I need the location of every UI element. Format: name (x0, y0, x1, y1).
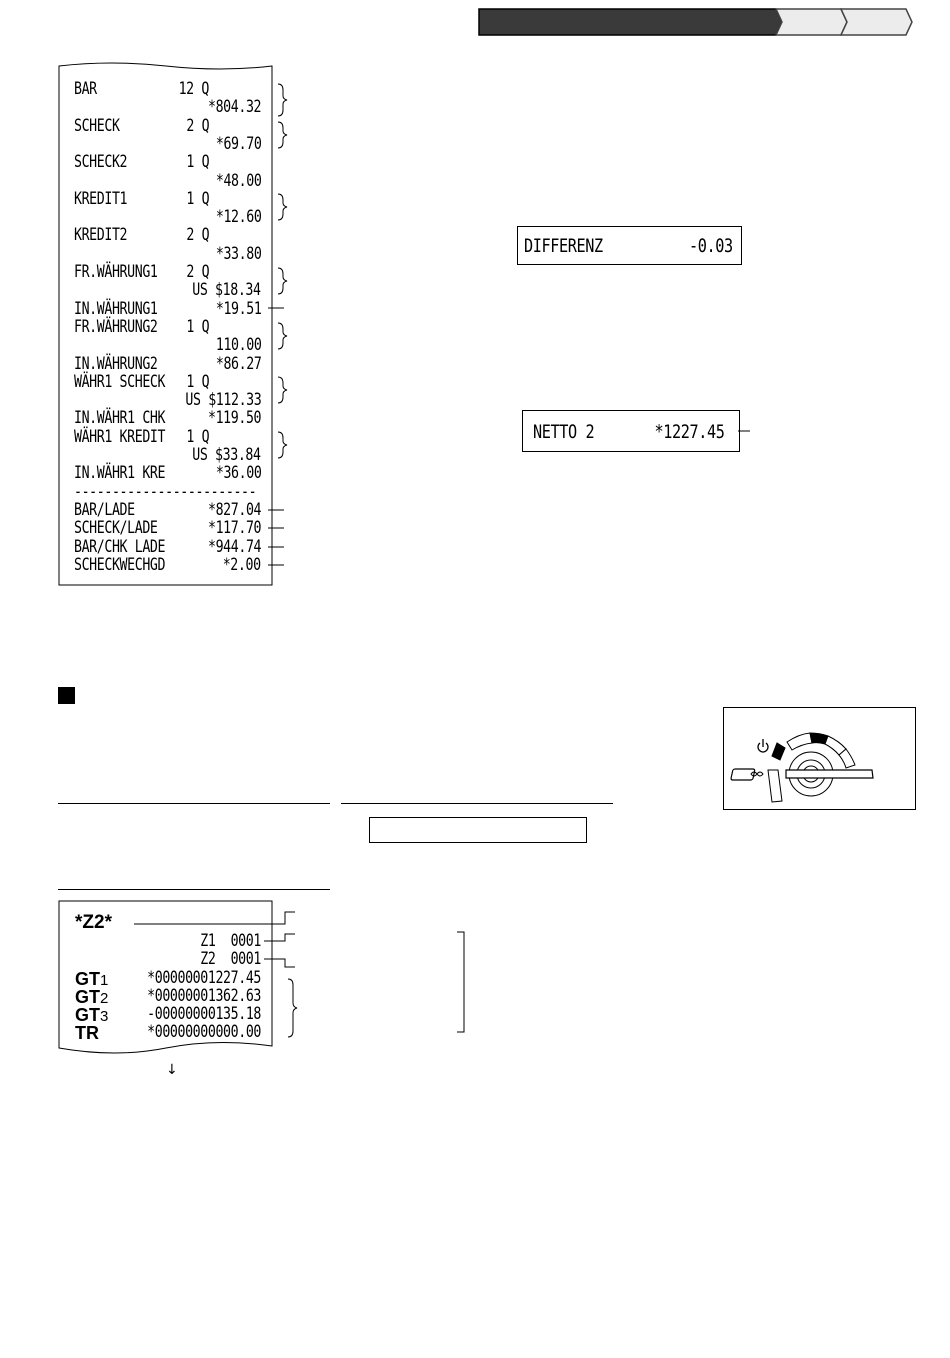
receipt-row-label: SCHECK2 (74, 152, 128, 173)
receipt-row-amount: *69.70 (215, 133, 261, 154)
receipt-row-amount: US $18.34 (192, 280, 262, 301)
receipt-annotation-marks (268, 83, 288, 566)
receipt-row-amount: US $33.84 (192, 445, 262, 465)
gt3-value: -00000000135.18 (147, 1004, 261, 1024)
display-differenz-value: -0.03 (689, 235, 733, 257)
gt1-value: *00000001227.45 (147, 968, 261, 988)
receipt-row-label: IN.WÄHR1 CHK (74, 408, 166, 429)
receipt-row-amount: 110.00 (215, 335, 261, 356)
display-netto-label: NETTO 2 (533, 421, 595, 443)
receipt-row-label: BAR/LADE (74, 499, 135, 520)
z1-label: Z1 (199, 931, 216, 951)
receipt-row-label: SCHECK/LADE (74, 518, 158, 539)
power-icon (757, 739, 769, 753)
receipt-row-label: SCHECK (74, 115, 120, 136)
receipt-row-amount: *86.27 (215, 353, 261, 374)
section-tab-bar (478, 8, 913, 36)
receipt-row-label: KREDIT1 (74, 188, 128, 209)
z2-annotation-marks (134, 911, 465, 1038)
tr-value: *00000000000.00 (147, 1022, 261, 1042)
receipt-row-label: BAR/CHK LADE (74, 536, 166, 557)
tab-right (839, 8, 913, 36)
receipt-row-qty: 1 Q (186, 188, 209, 209)
z2-receipt: *Z2* Z1 0001 Z2 0001 GT1 *00000001227.45… (58, 900, 273, 1050)
receipt-row-amount: *119.50 (207, 408, 262, 429)
key-operation-box (369, 817, 587, 843)
z2-label: Z2 (199, 949, 216, 969)
receipt-row-qty: 1 Q (186, 316, 209, 337)
receipt-row-qty: 2 Q (186, 115, 209, 136)
receipt-row-amount: *36.00 (215, 463, 261, 484)
receipt2-paper (58, 900, 273, 1054)
receipt-row-label: FR.WÄHRUNG1 (74, 262, 158, 282)
receipt-row-label: IN.WÄHRUNG2 (74, 353, 158, 374)
receipt-row-label: IN.WÄHR1 KRE (74, 463, 166, 484)
receipt-row-amount: *827.04 (207, 499, 262, 520)
column-rule-right (341, 803, 613, 804)
receipt-row-amount: *33.80 (215, 243, 261, 264)
receipt-row-amount: *19.51 (215, 298, 261, 319)
display-differenz: DIFFERENZ -0.03 (517, 226, 742, 265)
receipt-row-qty: 12 Q (178, 79, 210, 99)
receipt-row-amount: *117.70 (207, 518, 262, 539)
z2-value: 0001 (230, 949, 262, 969)
receipt-row-label: SCHECKWECHGD (74, 554, 166, 575)
receipt-row-amount: *12.60 (215, 207, 261, 228)
receipt-row-amount: US $112.33 (185, 390, 261, 411)
receipt-separator: ------------------------ (74, 481, 257, 502)
tab-middle (774, 8, 848, 36)
tr-label: TR (75, 1023, 99, 1043)
receipt-row-qty: 1 Q (186, 426, 209, 447)
receipt-row-amount: *944.74 (207, 536, 262, 557)
netto-leader-line (738, 430, 750, 432)
key-icon (730, 768, 764, 781)
display-differenz-label: DIFFERENZ (524, 235, 603, 257)
tab-active (478, 8, 783, 36)
receipt-row-qty: 2 Q (186, 262, 209, 282)
z2-title: *Z2* (75, 912, 112, 933)
receipt-row-label: IN.WÄHRUNG1 (74, 298, 158, 319)
gt2-label: GT2 (75, 987, 109, 1007)
receipt-row-label: WÄHR1 KREDIT (74, 426, 166, 447)
display-netto: NETTO 2 *1227.45 (522, 410, 740, 452)
receipt-row-qty: 1 Q (186, 371, 209, 392)
gt1-label: GT1 (75, 969, 109, 989)
column-rule-left (58, 803, 330, 804)
receipt-row-label: KREDIT2 (74, 225, 128, 246)
z1-value: 0001 (230, 931, 262, 951)
mode-switch-illustration (723, 707, 916, 810)
receipt-row-amount: *804.32 (207, 97, 262, 118)
section-bullet (58, 687, 75, 704)
arrow-down-icon: ↓ (166, 1062, 178, 1078)
gt2-value: *00000001362.63 (147, 986, 261, 1006)
display-netto-value: *1227.45 (654, 421, 725, 443)
receipt-row-qty: 1 Q (186, 152, 209, 173)
receipt-row-amount: *48.00 (215, 170, 261, 191)
receipt-row-qty: 2 Q (186, 225, 209, 246)
receipt-row-label: WÄHR1 SCHECK (74, 371, 166, 392)
column-rule-left-lower (58, 889, 330, 890)
receipt-row-amount: *2.00 (223, 554, 261, 575)
gt3-label: GT3 (75, 1005, 109, 1025)
receipt-row-label: BAR (74, 79, 97, 99)
receipt-paper (58, 62, 273, 586)
receipt-row-label: FR.WÄHRUNG2 (74, 316, 158, 337)
